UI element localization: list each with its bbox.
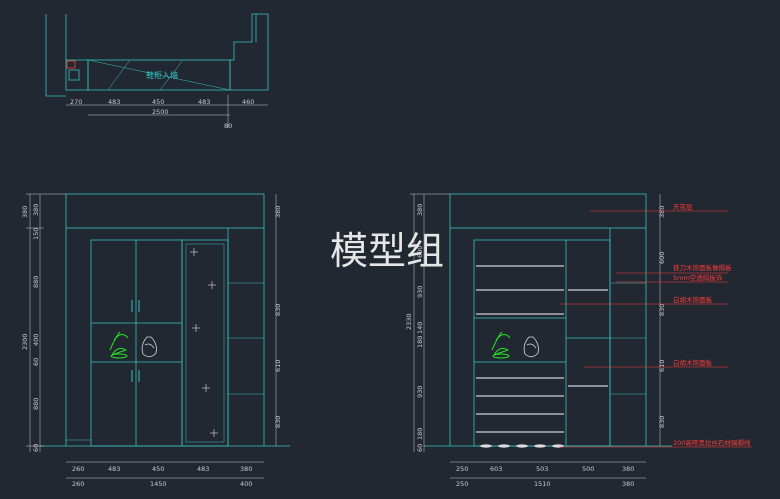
note-glass-shelf: 5mm空透隔板饰 bbox=[673, 273, 723, 282]
plan-dim-side: 80 bbox=[224, 122, 232, 130]
left-dims-inner: 380 150 880 400 60 880 60 bbox=[32, 204, 40, 452]
left-dims-bottom: 260 483 450 483 380 260 1450 400 bbox=[72, 465, 252, 488]
right-dims-outer: 2330 bbox=[405, 313, 413, 330]
left-dim-b2-0: 260 bbox=[72, 480, 84, 488]
right-dim-right-2: 830 bbox=[658, 304, 666, 316]
right-dims-inner: 380 600 930 140 180 930 180 60 bbox=[416, 204, 424, 452]
right-shoe-row bbox=[480, 444, 564, 448]
left-dim-b1-4: 380 bbox=[240, 465, 252, 473]
right-dims-right: 380 600 830 610 830 bbox=[658, 206, 666, 428]
note-skirting: 200高哑黑拉丝石材踢脚线 bbox=[673, 438, 751, 447]
plan-dim-total: 2500 bbox=[152, 108, 169, 116]
left-dim-inner-2: 880 bbox=[32, 276, 40, 288]
right-dim-b1-2: 503 bbox=[536, 465, 548, 473]
right-dim-inner-5: 930 bbox=[416, 386, 424, 398]
left-dim-b1-1: 483 bbox=[108, 465, 120, 473]
right-dim-inner-1: 600 bbox=[416, 246, 424, 258]
plan-dim-1: 483 bbox=[108, 98, 120, 106]
right-elevation bbox=[424, 193, 672, 447]
right-dim-inner-4: 180 bbox=[416, 336, 424, 348]
left-dim-right-3: 830 bbox=[274, 416, 282, 428]
right-dim-right-4: 830 bbox=[658, 416, 666, 428]
note-ceiling: 天花层 bbox=[673, 202, 693, 211]
right-dim-inner-0: 380 bbox=[416, 204, 424, 216]
right-dim-b1-3: 500 bbox=[582, 465, 594, 473]
left-dim-inner-1: 150 bbox=[32, 228, 40, 240]
note-shelf-board: 铁刀木饰面板做隔板 bbox=[673, 263, 732, 272]
plan-label: 鞋柜入墙 bbox=[146, 70, 178, 80]
note-veneer-1: 白胡木饰面板 bbox=[673, 295, 713, 304]
left-dim-b1-3: 483 bbox=[197, 465, 209, 473]
right-dim-b2-0: 250 bbox=[456, 480, 468, 488]
left-dim-inner-0: 380 bbox=[32, 204, 40, 216]
right-dim-b1-1: 603 bbox=[490, 465, 502, 473]
left-dim-inner-4: 60 bbox=[32, 358, 40, 366]
right-dim-inner-6: 180 bbox=[416, 428, 424, 440]
left-dim-right-1: 830 bbox=[274, 304, 282, 316]
plan-dim-2: 450 bbox=[152, 98, 164, 106]
plan-dim-3: 483 bbox=[198, 98, 210, 106]
left-dim-b1-2: 450 bbox=[152, 465, 164, 473]
left-dims-right: 380 830 610 830 bbox=[274, 206, 282, 428]
left-dim-outer-0: 380 bbox=[21, 206, 29, 218]
left-plant-icon bbox=[109, 331, 129, 359]
note-veneer-2: 白胡木饰面板 bbox=[673, 358, 713, 367]
right-dim-inner-2: 930 bbox=[416, 286, 424, 298]
right-shelves bbox=[476, 265, 608, 433]
left-dim-outer-1: 2300 bbox=[21, 333, 29, 350]
left-dims-outer: 380 2300 bbox=[21, 206, 29, 350]
right-dim-b2-2: 380 bbox=[622, 480, 634, 488]
left-dim-b2-2: 400 bbox=[240, 480, 252, 488]
left-dim-right-0: 380 bbox=[274, 206, 282, 218]
right-dims-bottom: 250 603 503 500 380 250 1510 380 bbox=[456, 465, 634, 488]
left-elevation bbox=[40, 193, 290, 447]
left-dim-lines bbox=[26, 193, 277, 479]
right-dim-b1-4: 380 bbox=[622, 465, 634, 473]
watermark: 模型组 bbox=[330, 229, 444, 273]
right-dim-inner-3: 140 bbox=[416, 322, 424, 334]
right-leaders bbox=[560, 210, 752, 448]
right-vase-icon bbox=[523, 336, 539, 358]
plan-dims bbox=[66, 95, 268, 128]
left-vase-icon bbox=[141, 336, 157, 358]
right-dim-inner-7: 60 bbox=[416, 444, 424, 452]
left-dim-inner-5: 880 bbox=[32, 398, 40, 410]
left-dim-inner-6: 60 bbox=[32, 444, 40, 452]
left-dim-right-2: 610 bbox=[274, 360, 282, 372]
right-dim-b1-0: 250 bbox=[456, 465, 468, 473]
plan-view bbox=[45, 13, 269, 97]
right-plant-icon bbox=[491, 331, 511, 359]
left-sparkles bbox=[190, 248, 218, 437]
right-notes: 天花层 铁刀木饰面板做隔板 5mm空透隔板饰 白胡木饰面板 白胡木饰面板 200… bbox=[673, 202, 751, 447]
left-dim-b1-0: 260 bbox=[72, 465, 84, 473]
right-dim-lines bbox=[410, 193, 661, 479]
plan-dim-0: 270 bbox=[70, 98, 82, 106]
left-dim-inner-3: 400 bbox=[32, 334, 40, 346]
right-dim-outer-0: 2330 bbox=[405, 313, 413, 330]
right-dim-right-1: 600 bbox=[658, 252, 666, 264]
right-dim-right-0: 380 bbox=[658, 206, 666, 218]
right-dim-right-3: 610 bbox=[658, 360, 666, 372]
left-handles bbox=[131, 300, 140, 382]
right-dim-b2-1: 1510 bbox=[534, 480, 551, 488]
plan-dim-4: 460 bbox=[242, 98, 254, 106]
left-dim-b2-1: 1450 bbox=[150, 480, 167, 488]
